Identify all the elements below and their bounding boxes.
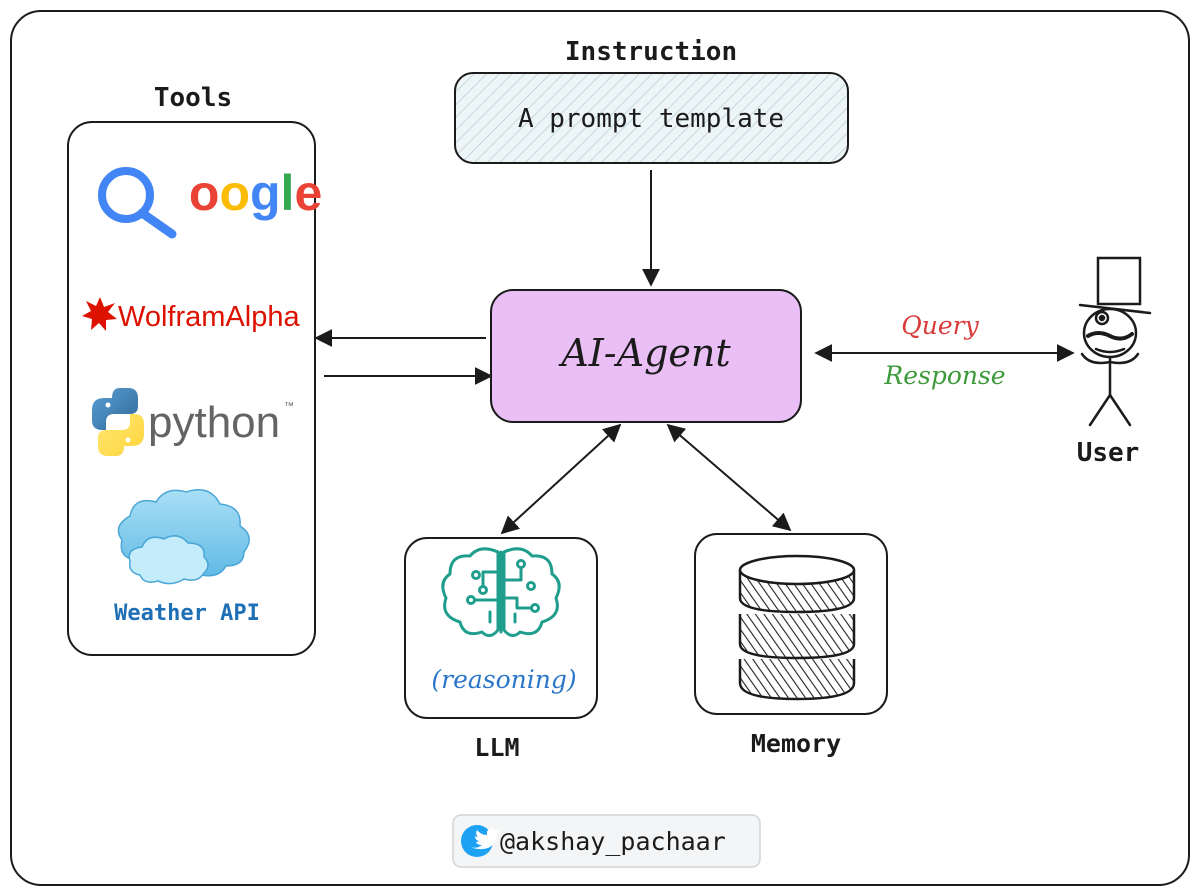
- user-stick-figure-icon: [1078, 256, 1152, 427]
- agent-llm-arrow: [500, 423, 622, 535]
- wolfram-wordmark: WolframAlpha: [118, 301, 300, 333]
- google-logo: Google: [98, 165, 322, 239]
- reasoning-label: (reasoning): [431, 665, 576, 694]
- llm-label: LLM: [474, 733, 519, 762]
- brain-circuit-icon: [441, 547, 561, 637]
- twitter-bird-icon: [461, 825, 493, 857]
- twitter-bird-glyph: [468, 828, 500, 850]
- instruction-label: Instruction: [565, 37, 737, 67]
- google-letter: g: [250, 165, 281, 221]
- agent-memory-arrow: [666, 423, 792, 532]
- prompt-template-box: [454, 72, 849, 164]
- user-label: User: [1077, 438, 1140, 468]
- tools-label: Tools: [154, 83, 232, 113]
- google-wordmark: Google: [150, 165, 322, 221]
- google-magnifier-icon: [98, 167, 154, 223]
- database-icon: [738, 554, 856, 701]
- google-letter: e: [294, 165, 322, 221]
- python-logo: python ™: [92, 388, 294, 456]
- python-wordmark: python: [148, 398, 280, 447]
- memory-label: Memory: [751, 729, 841, 758]
- query-label: Query: [901, 311, 979, 340]
- wolfram-star-icon: [82, 297, 117, 331]
- weather-api-label: Weather API: [114, 601, 260, 626]
- twitter-handle-badge: [452, 814, 761, 868]
- python-trademark: ™: [284, 401, 294, 412]
- google-letter: l: [281, 165, 295, 221]
- response-label: Response: [883, 361, 1005, 390]
- twitter-handle-text: @akshay_pachaar: [500, 827, 726, 856]
- ai-agent-label: AI-Agent: [558, 331, 731, 375]
- prompt-template-label: A prompt template: [518, 104, 784, 134]
- wolframalpha-logo: WolframAlpha: [82, 297, 300, 333]
- weather-cloud-icon: [117, 489, 250, 585]
- python-snake-yellow-icon: [98, 414, 144, 456]
- python-snake-blue-icon: [92, 388, 138, 430]
- google-letter: o: [219, 165, 250, 221]
- google-magnifier-handle: [137, 208, 177, 239]
- google-letter: o: [189, 165, 220, 221]
- ai-agent-box: [490, 289, 802, 423]
